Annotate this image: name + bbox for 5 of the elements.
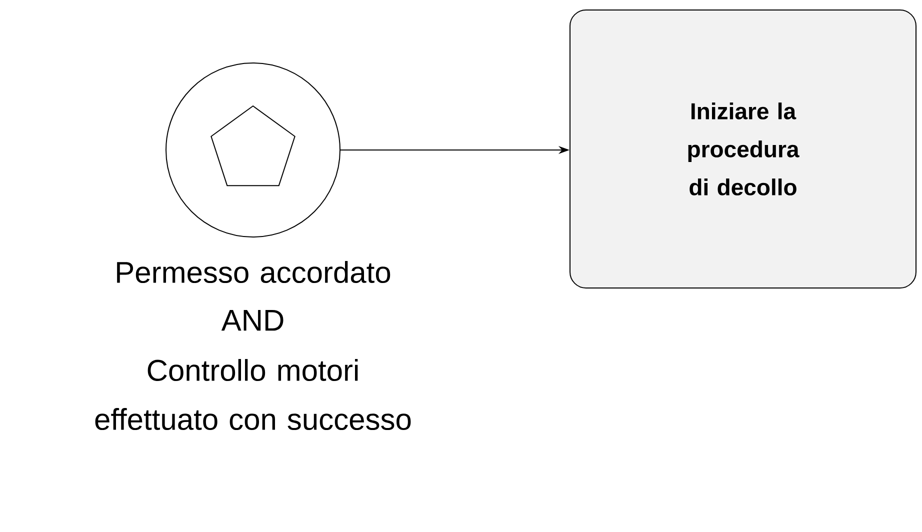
start-event-circle: [166, 62, 340, 238]
event-label: AND: [221, 310, 284, 331]
event-label: Controllo motori effettuato con successo: [95, 359, 411, 430]
event-label: Permesso accordato: [117, 261, 390, 284]
task-box: Iniziare la procedura di decollo: [570, 10, 916, 288]
